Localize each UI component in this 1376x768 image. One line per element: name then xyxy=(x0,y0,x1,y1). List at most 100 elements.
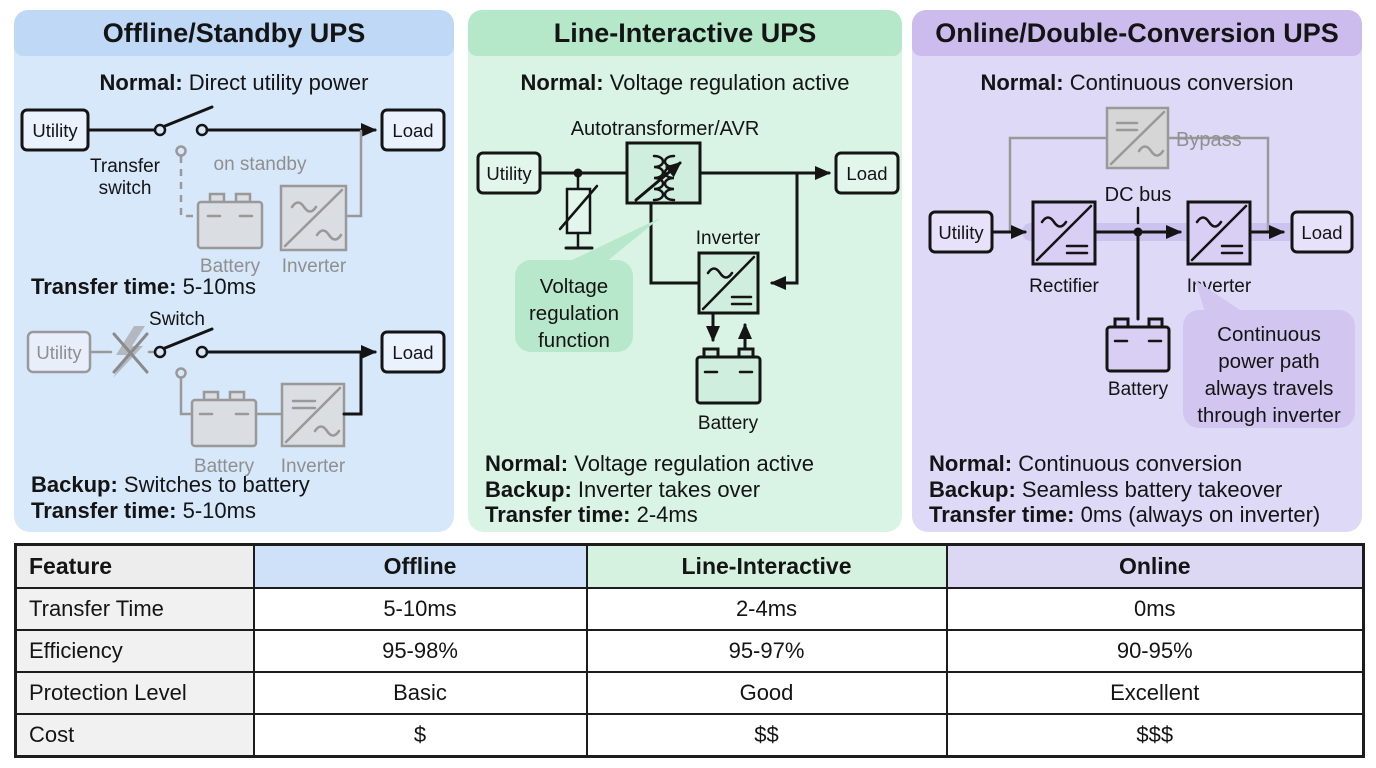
caption-label: Normal: xyxy=(99,70,183,95)
svg-text:function: function xyxy=(538,329,610,352)
offline-normal-caption: Normal: Direct utility power xyxy=(14,70,454,96)
battery-label: Battery xyxy=(194,456,255,477)
battery-label: Battery xyxy=(200,256,261,277)
switch-icon xyxy=(163,327,214,350)
load-box xyxy=(1290,210,1354,254)
line-interactive-normal-caption: Normal: Voltage regulation active xyxy=(520,70,850,95)
cell-line-interactive: 95-97% xyxy=(585,629,948,673)
offline-backup-diagram: Switch Utility Load xyxy=(26,309,446,477)
utility-label: Utility xyxy=(36,342,82,363)
svg-text:Continuous: Continuous xyxy=(1217,323,1321,346)
inverter-label: Inverter xyxy=(696,228,761,249)
battery-power-path xyxy=(342,352,363,416)
continuous-path-callout: Continuous power path always travels thr… xyxy=(1183,280,1355,428)
svg-text:Voltage: Voltage xyxy=(540,275,608,298)
avr-label: Autotransformer/AVR xyxy=(571,118,760,140)
standby-dashed-path xyxy=(179,156,197,218)
online-panel-title: Online/Double-Conversion UPS xyxy=(912,10,1362,56)
svg-text:power path: power path xyxy=(1218,350,1319,373)
battery-icon xyxy=(695,347,762,405)
summary-line: Normal: Voltage regulation active xyxy=(485,451,814,476)
avr-inverter-path xyxy=(649,201,701,285)
inverter-icon xyxy=(697,251,760,315)
cell-online: 90-95% xyxy=(945,629,1365,673)
comparison-table: Feature Offline Line-Interactive Online … xyxy=(14,543,1365,758)
inverter-icon xyxy=(1186,200,1252,266)
load-label: Load xyxy=(1301,222,1342,243)
battery-label: Battery xyxy=(1108,379,1169,400)
svg-text:regulation: regulation xyxy=(529,302,619,325)
load-box xyxy=(834,151,900,195)
svg-text:always travels: always travels xyxy=(1205,377,1334,400)
utility-label: Utility xyxy=(486,163,532,184)
row-label: Cost xyxy=(14,713,255,758)
offline-normal-diagram: Utility Load Transfer switch on standby xyxy=(20,105,446,277)
summary-line: Normal: Continuous conversion xyxy=(929,451,1243,476)
cell-online: $$$ xyxy=(945,713,1365,758)
voltage-regulation-callout: Voltage regulation function xyxy=(515,218,660,352)
col-header-offline: Offline xyxy=(252,543,588,589)
caption-text: Direct utility power xyxy=(188,70,369,95)
offline-transfer-time: Transfer time: 5-10ms xyxy=(31,274,256,299)
col-header-line-interactive: Line-Interactive xyxy=(585,543,948,589)
row-label: Efficiency xyxy=(14,629,255,673)
table-row: Cost $ $$ $$$ xyxy=(14,713,1365,758)
row-label: Transfer Time xyxy=(14,587,255,631)
utility-label: Utility xyxy=(938,222,984,243)
table-row: Transfer Time 5-10ms 2-4ms 0ms xyxy=(14,587,1365,631)
summary-line: Backup: Switches to battery xyxy=(31,472,310,497)
bypass-label: Bypass xyxy=(1176,129,1242,151)
offline-panel-title: Offline/Standby UPS xyxy=(14,10,454,56)
summary-line: Backup: Inverter takes over xyxy=(485,476,761,502)
inverter-icon xyxy=(280,382,346,448)
battery-label: Battery xyxy=(698,413,759,434)
cell-offline: Basic xyxy=(252,671,588,715)
inverter-icon xyxy=(279,184,348,252)
cell-line-interactive: 2-4ms xyxy=(585,587,948,631)
table-row: Efficiency 95-98% 95-97% 90-95% xyxy=(14,629,1365,673)
battery-icon xyxy=(196,192,264,250)
inverter-label: Inverter xyxy=(281,456,346,477)
online-diagram-svg: Bypass Utility DC bus Load Rectifier Inv… xyxy=(928,106,1355,428)
utility-fault-lightning-icon xyxy=(112,326,149,378)
inverter-feed-path xyxy=(770,171,799,290)
cell-offline: 5-10ms xyxy=(252,587,588,631)
rectifier-icon xyxy=(1031,200,1097,266)
utility-label: Utility xyxy=(32,120,78,141)
junction-dot xyxy=(573,168,583,178)
inverter-label: Inverter xyxy=(282,256,347,277)
col-header-feature: Feature xyxy=(14,543,255,589)
summary-line: Backup: Seamless battery takeover xyxy=(929,476,1283,502)
online-summary: Normal: Continuous conversion Backup: Se… xyxy=(929,451,1320,528)
bypass-icon xyxy=(1105,106,1170,170)
bypass-path-left xyxy=(1008,136,1109,232)
switch-label: Switch xyxy=(149,309,205,330)
line-interactive-panel-title: Line-Interactive UPS xyxy=(468,10,902,56)
table-header-row: Feature Offline Line-Interactive Online xyxy=(14,543,1365,589)
load-label: Load xyxy=(392,120,433,141)
cell-offline: 95-98% xyxy=(252,629,588,673)
load-box xyxy=(380,108,446,152)
varistor-icon xyxy=(558,175,599,250)
autotransformer-icon xyxy=(625,141,702,205)
table-row: Protection Level Basic Good Excellent xyxy=(14,671,1365,715)
offline-diagram-svg: Utility Load Transfer switch on standby xyxy=(20,105,446,477)
line-interactive-panel: Line-Interactive UPS Normal: Voltage reg… xyxy=(468,10,902,532)
battery-icon xyxy=(190,390,258,448)
offline-summary: Backup: Switches to battery Transfer tim… xyxy=(31,472,310,523)
col-header-online: Online xyxy=(945,543,1365,589)
cell-line-interactive: Good xyxy=(585,671,948,715)
row-label: Protection Level xyxy=(14,671,255,715)
transfer-switch-icon xyxy=(163,105,214,128)
dc-bus-label: DC bus xyxy=(1105,184,1172,206)
online-normal-caption: Normal: Continuous conversion xyxy=(980,70,1294,95)
cell-online: 0ms xyxy=(945,587,1365,631)
standby-return-path xyxy=(344,129,363,218)
transfer-switch-label-2: switch xyxy=(99,178,152,199)
online-panel: Online/Double-Conversion UPS Normal: Con… xyxy=(912,10,1362,532)
battery-icon xyxy=(1105,317,1171,373)
rectifier-label: Rectifier xyxy=(1029,276,1099,297)
cell-online: Excellent xyxy=(945,671,1365,715)
summary-line: Transfer time: 5-10ms xyxy=(31,497,256,523)
summary-line: Transfer time: 2-4ms xyxy=(485,502,698,527)
